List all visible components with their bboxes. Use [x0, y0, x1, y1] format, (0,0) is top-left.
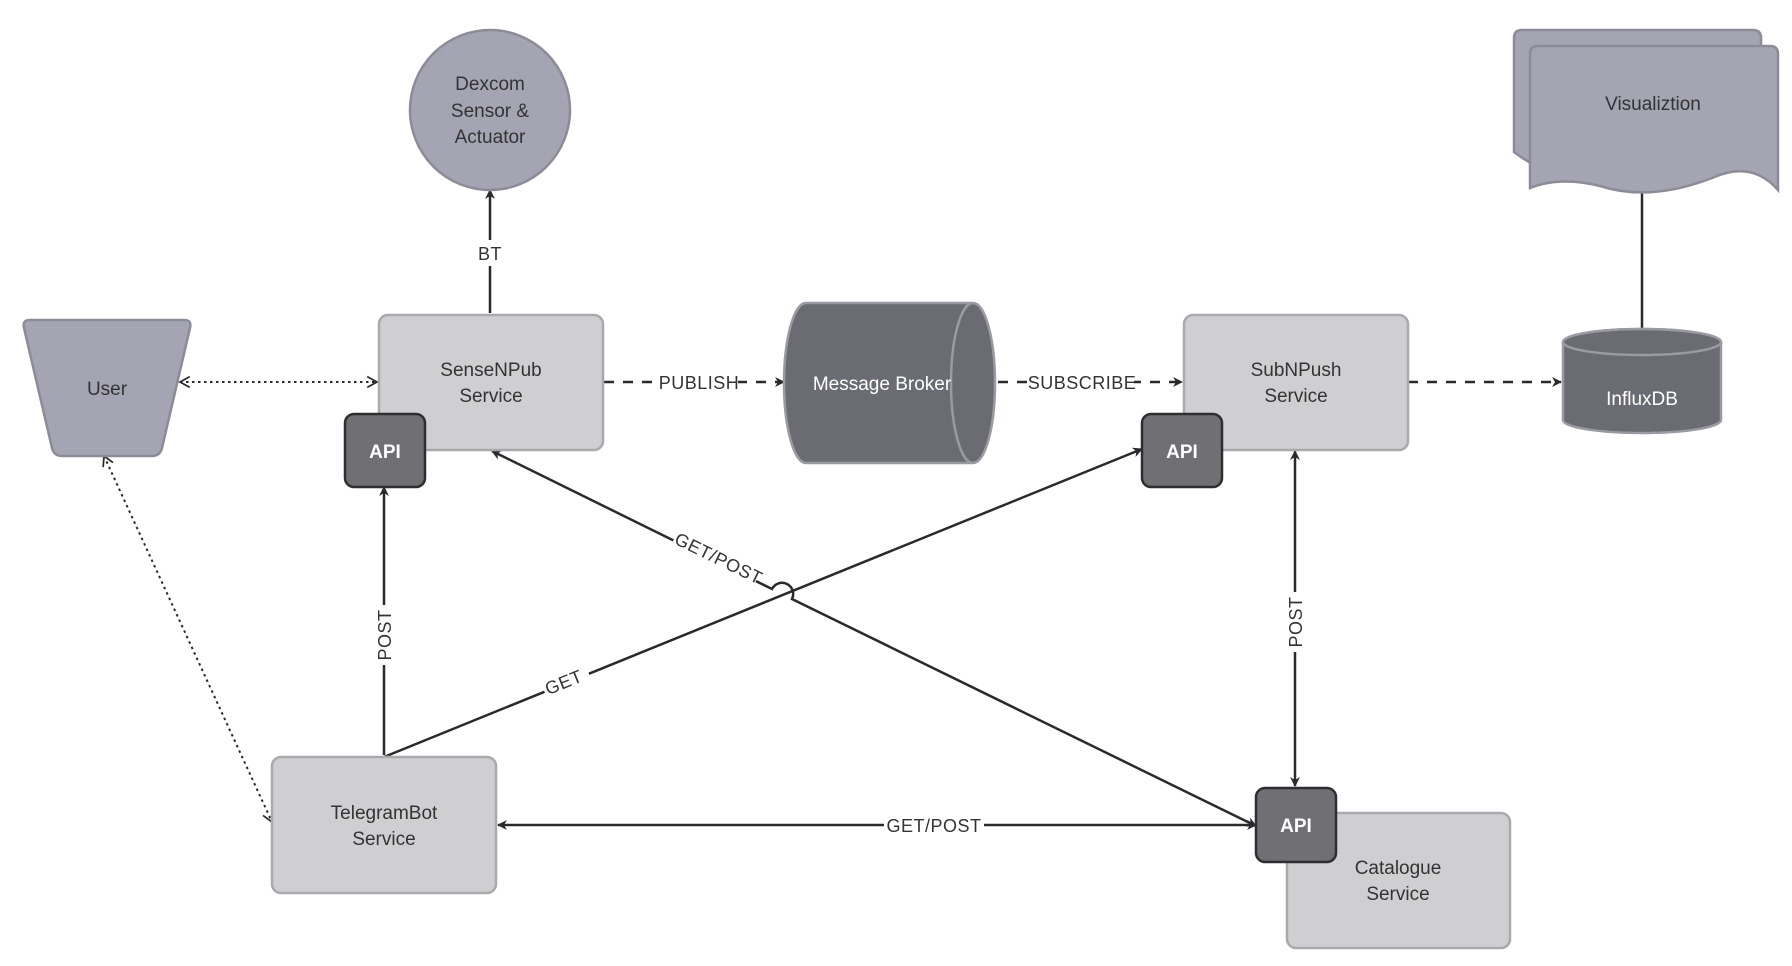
telegrambot-service-node: TelegramBot Service	[270, 755, 498, 895]
visualization-node: Visualiztion	[1512, 28, 1780, 194]
subscribe-edge-label: SUBSCRIBE	[1028, 373, 1137, 393]
catalogue-api-badge: API	[1254, 786, 1338, 864]
visualization-label: Visualiztion	[1605, 94, 1701, 115]
post-left-edge-label: POST	[375, 609, 395, 660]
subnpush-api-badge: API	[1140, 412, 1224, 489]
publish-edge-label: PUBLISH	[659, 373, 740, 393]
dexcom-label-line1: Dexcom	[455, 74, 525, 95]
user-label: User	[87, 379, 128, 400]
sensenpub-label-line1: SenseNPub	[440, 360, 541, 381]
influxdb-label: InfluxDB	[1606, 389, 1678, 410]
get-post-diagonal-connector	[491, 449, 1257, 828]
dexcom-label-line3: Actuator	[455, 127, 526, 148]
dexcom-label-line2: Sensor &	[451, 101, 529, 122]
catalogue-label-line2: Service	[1366, 884, 1429, 905]
user-telegrambot-connector	[102, 454, 274, 824]
sensenpub-api-badge: API	[343, 412, 427, 489]
message-broker-node: Message Broker	[782, 301, 997, 465]
telegrambot-label-line1: TelegramBot	[331, 803, 438, 824]
subnpush-label-line1: SubNPush	[1251, 360, 1342, 381]
user-node: User	[22, 318, 192, 458]
post-right-edge-label: POST	[1286, 596, 1306, 647]
dexcom-sensor-node: Dexcom Sensor & Actuator	[408, 28, 572, 192]
sensenpub-service-node: SenseNPub Service	[377, 313, 605, 452]
subnpush-api-label: API	[1166, 442, 1198, 463]
subnpush-label-line2: Service	[1264, 386, 1327, 407]
sensenpub-label-line2: Service	[459, 386, 522, 407]
catalogue-label-line1: Catalogue	[1355, 858, 1442, 879]
catalogue-service-node: Catalogue Service	[1285, 811, 1512, 950]
get-post-bottom-edge-label: GET/POST	[886, 816, 981, 836]
get-connector	[383, 447, 1143, 759]
subnpush-service-node: SubNPush Service	[1182, 313, 1410, 452]
sensenpub-api-label: API	[369, 442, 401, 463]
message-broker-label: Message Broker	[813, 374, 952, 395]
catalogue-api-label: API	[1280, 816, 1312, 837]
bt-edge-label: BT	[478, 244, 502, 264]
influxdb-node: InfluxDB	[1561, 327, 1723, 435]
telegrambot-label-line2: Service	[352, 829, 415, 850]
